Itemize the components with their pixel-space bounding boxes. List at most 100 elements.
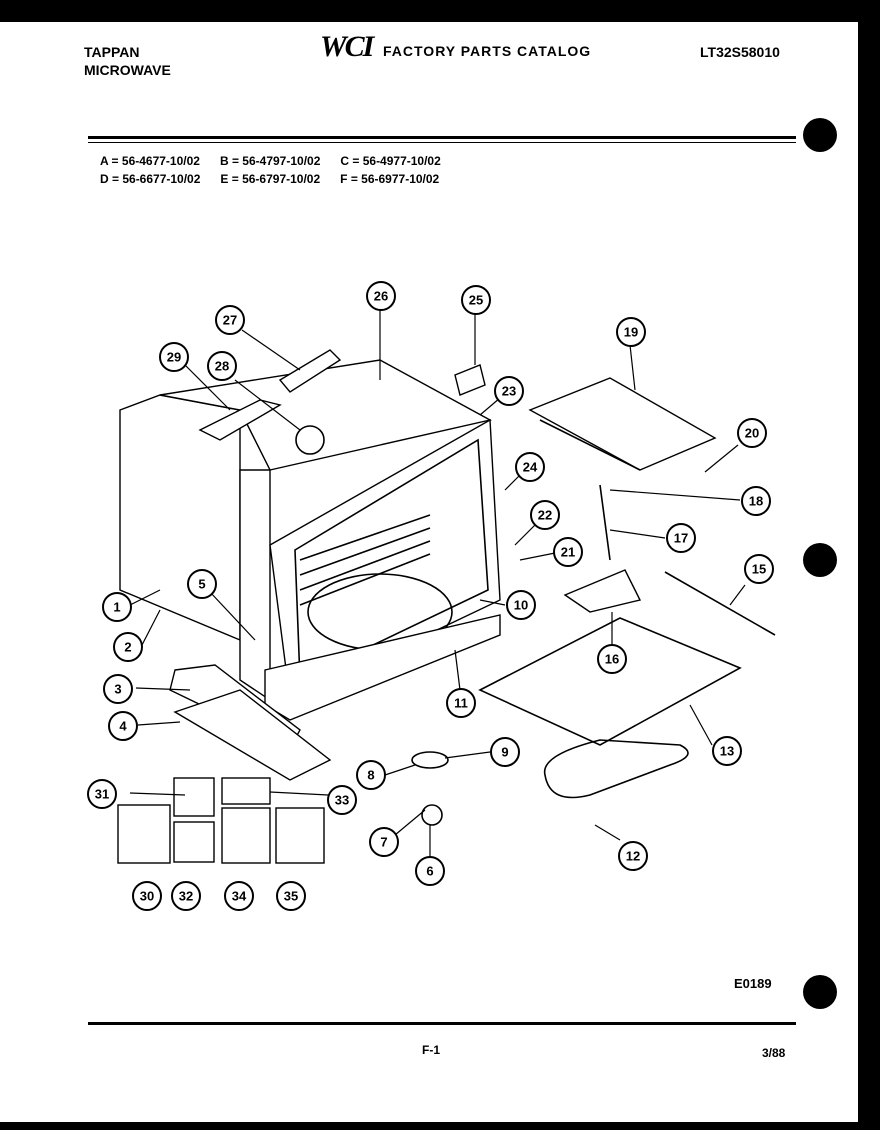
- model-code: B = 56-4797-10/02: [219, 154, 321, 168]
- svg-text:33: 33: [335, 793, 349, 808]
- callout-20: 20: [737, 418, 767, 448]
- callout-16: 16: [597, 644, 627, 674]
- stirrer-blade: [563, 569, 642, 613]
- callout-30: 30: [132, 881, 162, 911]
- accessory-boxes: [117, 777, 325, 864]
- callout-21: 21: [553, 537, 583, 567]
- drive-motor: [421, 804, 443, 826]
- svg-text:23: 23: [502, 384, 516, 399]
- brand-name: TAPPAN: [84, 44, 140, 60]
- callout-group: 1 2 3 4 5 6 7 8 9 10 11 12 13 15 16 17 1…: [87, 281, 774, 911]
- svg-text:9: 9: [501, 745, 508, 760]
- callout-8: 8: [356, 760, 386, 790]
- binder-hole: [803, 543, 837, 577]
- callout-3: 3: [103, 674, 133, 704]
- svg-text:21: 21: [561, 545, 575, 560]
- vent-grille: [198, 399, 282, 441]
- svg-text:13: 13: [720, 744, 734, 759]
- callout-17: 17: [666, 523, 696, 553]
- accessory-box: [117, 804, 171, 864]
- svg-text:28: 28: [215, 359, 229, 374]
- svg-text:32: 32: [179, 889, 193, 904]
- shelf-sheet: [478, 617, 742, 746]
- oven-cavity: [294, 438, 489, 682]
- revision-date: 3/88: [762, 1046, 786, 1060]
- svg-text:17: 17: [674, 531, 688, 546]
- callout-28: 28: [207, 351, 237, 381]
- model-code: A = 56-4677-10/02: [100, 154, 200, 168]
- callout-18: 18: [741, 486, 771, 516]
- model-code: C = 56-4977-10/02: [340, 154, 441, 168]
- accessory-box: [221, 777, 271, 805]
- callout-9: 9: [490, 737, 520, 767]
- callout-11: 11: [446, 688, 476, 718]
- binder-hole: [803, 118, 837, 152]
- motor-bracket: [411, 751, 449, 769]
- callout-4: 4: [108, 711, 138, 741]
- latch-switch: [454, 364, 486, 396]
- svg-text:18: 18: [749, 494, 763, 509]
- callout-6: 6: [415, 856, 445, 886]
- header-rule: [88, 136, 796, 139]
- svg-text:2: 2: [124, 640, 131, 655]
- footer-rule: [88, 1022, 796, 1025]
- catalog-title: FACTORY PARTS CATALOG: [383, 43, 592, 59]
- svg-text:34: 34: [232, 889, 247, 904]
- callout-27: 27: [215, 305, 245, 335]
- accessory-box: [173, 777, 215, 817]
- oven-front-frame: [269, 418, 501, 702]
- leader-lines: [129, 310, 746, 857]
- callout-24: 24: [515, 452, 545, 482]
- svg-text:3: 3: [114, 682, 121, 697]
- svg-text:19: 19: [624, 325, 638, 340]
- svg-text:29: 29: [167, 350, 181, 365]
- model-code: E = 56-6797-10/02: [220, 172, 321, 186]
- svg-text:10: 10: [514, 598, 528, 613]
- callout-34: 34: [224, 881, 254, 911]
- accessory-box: [173, 821, 215, 863]
- accessory-box: [275, 807, 325, 864]
- cabinet-drawing: [119, 349, 776, 826]
- callout-15: 15: [744, 554, 774, 584]
- svg-text:26: 26: [374, 289, 388, 304]
- svg-text:20: 20: [745, 426, 759, 441]
- product-type: MICROWAVE: [84, 62, 171, 78]
- callout-26: 26: [366, 281, 396, 311]
- callout-12: 12: [618, 841, 648, 871]
- svg-text:25: 25: [469, 293, 483, 308]
- svg-text:24: 24: [523, 460, 538, 475]
- svg-text:31: 31: [95, 787, 109, 802]
- callout-7: 7: [369, 827, 399, 857]
- callout-22: 22: [530, 500, 560, 530]
- svg-text:12: 12: [626, 849, 640, 864]
- callout-29: 29: [159, 342, 189, 372]
- top-bracket: [278, 349, 342, 393]
- model-code: F = 56-6977-10/02: [340, 172, 440, 186]
- model-row: A = 56-4677-10/02 B = 56-4797-10/02 C = …: [100, 154, 441, 172]
- cabinet-front-edge: [239, 469, 271, 702]
- svg-text:16: 16: [605, 652, 619, 667]
- callout-32: 32: [171, 881, 201, 911]
- callout-23: 23: [494, 376, 524, 406]
- svg-text:11: 11: [454, 696, 468, 711]
- control-panel: [528, 377, 717, 471]
- callout-33: 33: [327, 785, 357, 815]
- callout-31: 31: [87, 779, 117, 809]
- svg-text:8: 8: [367, 768, 374, 783]
- svg-text:30: 30: [140, 889, 154, 904]
- accessory-box: [221, 807, 271, 864]
- svg-text:7: 7: [380, 835, 387, 850]
- wci-logo: WCI: [320, 30, 380, 64]
- model-code: D = 56-6677-10/02: [100, 172, 201, 186]
- svg-text:35: 35: [284, 889, 298, 904]
- svg-text:15: 15: [752, 562, 766, 577]
- heating-element: [543, 739, 689, 799]
- callout-1: 1: [102, 592, 132, 622]
- svg-text:27: 27: [223, 313, 237, 328]
- callout-35: 35: [276, 881, 306, 911]
- svg-text:1: 1: [113, 600, 120, 615]
- figure-code: E0189: [734, 976, 772, 991]
- svg-text:22: 22: [538, 508, 552, 523]
